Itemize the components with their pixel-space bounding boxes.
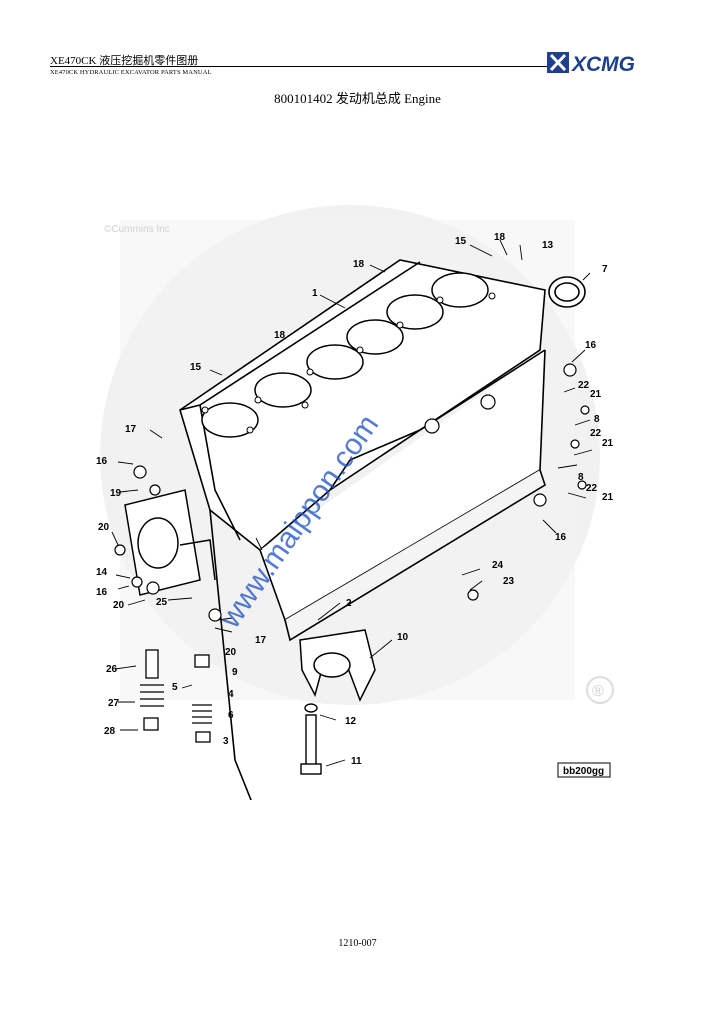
- callout-labels: 1 2 3 4 5 6 7 8 8 9 10 11 12 13 14 15 15…: [96, 232, 614, 767]
- callout-3: 3: [223, 736, 229, 747]
- manual-subtitle: XE470CK HYDRAULIC EXCAVATOR PARTS MANUAL: [50, 69, 212, 76]
- page-number: 1210-007: [338, 938, 377, 949]
- callout-24: 24: [492, 560, 504, 571]
- callout-9: 9: [232, 667, 238, 678]
- callout-21a: 21: [590, 389, 602, 400]
- cylinder-block: [179, 259, 546, 800]
- callout-20b: 20: [113, 600, 125, 611]
- callout-22b: 22: [590, 428, 602, 439]
- xcmg-logo: XCMG: [547, 52, 635, 75]
- callout-8a: 8: [594, 414, 600, 425]
- callout-16a: 16: [585, 340, 597, 351]
- callout-14: 14: [96, 567, 108, 578]
- figure-code-box: [557, 762, 611, 778]
- header-rule: [50, 66, 547, 67]
- callout-10: 10: [397, 632, 409, 643]
- cylinder-bores: [201, 272, 489, 438]
- callout-20a: 20: [98, 522, 110, 533]
- rear-seal-ring: [548, 276, 586, 308]
- callout-5: 5: [172, 682, 178, 693]
- callout-25: 25: [156, 597, 168, 608]
- cap-bolt: [300, 703, 322, 775]
- document-title: 800101402 发动机总成 Engine: [274, 91, 441, 106]
- callout-15b: 15: [190, 362, 202, 373]
- bolt-holes: [201, 292, 496, 434]
- manual-title: XE470CK 液压挖掘机零件图册: [50, 55, 199, 67]
- callout-11: 11: [351, 756, 362, 767]
- callout-12: 12: [345, 716, 357, 727]
- copyright-text: ©Cummins Inc: [104, 224, 170, 235]
- figure-code: bb200gg: [563, 766, 604, 777]
- logo-text: XCMG: [571, 53, 635, 75]
- callout-28: 28: [104, 726, 116, 737]
- callout-13: 13: [542, 240, 554, 251]
- callout-21b: 21: [602, 438, 614, 449]
- callout-18b: 18: [353, 259, 365, 270]
- registered-mark: ®: [592, 683, 604, 700]
- main-bearing-cap: [299, 629, 376, 702]
- callout-8b: 8: [578, 472, 584, 483]
- callout-16d: 16: [96, 587, 108, 598]
- leader-lines: [111, 239, 593, 767]
- callout-22c: 22: [586, 483, 598, 494]
- callout-7: 7: [602, 264, 608, 275]
- callout-21c: 21: [602, 492, 614, 503]
- callout-16b: 16: [96, 456, 108, 467]
- callout-17b: 17: [255, 635, 267, 646]
- callout-22a: 22: [578, 380, 590, 391]
- callout-27: 27: [108, 698, 120, 709]
- callout-1: 1: [312, 288, 318, 299]
- callout-6: 6: [228, 710, 234, 721]
- callout-15a: 15: [455, 236, 467, 247]
- callout-19: 19: [110, 488, 122, 499]
- registered-ring: [586, 676, 614, 704]
- callout-18c: 18: [274, 330, 286, 341]
- callout-23: 23: [503, 576, 515, 587]
- callout-16c: 16: [555, 532, 567, 543]
- front-housing: [124, 489, 216, 596]
- callout-20c: 20: [225, 647, 237, 658]
- callout-4: 4: [228, 689, 234, 700]
- callout-2: 2: [346, 598, 352, 609]
- callout-18a: 18: [494, 232, 506, 243]
- valve-stack: [140, 649, 212, 743]
- callout-17a: 17: [125, 424, 137, 435]
- callout-26: 26: [106, 664, 118, 675]
- side-plugs: [114, 363, 590, 622]
- engine-block-diagram: ® ©Cummins Inc: [96, 205, 614, 800]
